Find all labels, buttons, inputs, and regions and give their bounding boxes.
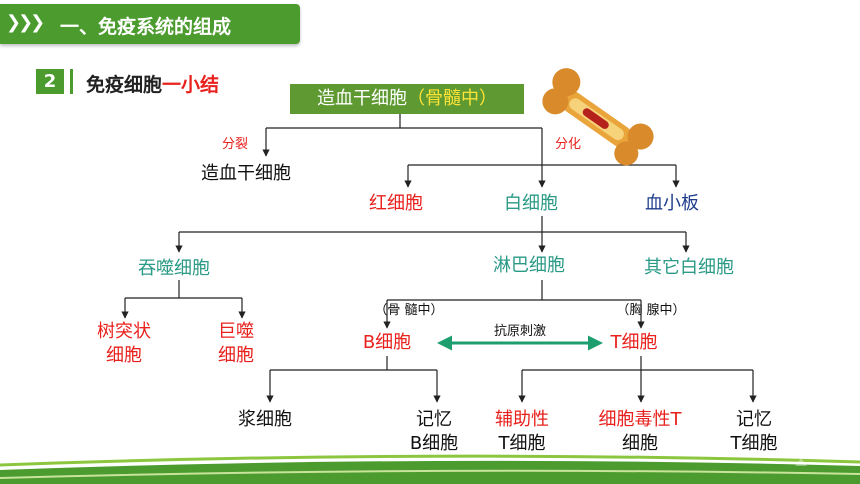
node-rbc: 红细胞 (369, 193, 423, 214)
node-b-cell: B细胞 (362, 332, 412, 353)
node-cytotoxic-t: 细胞毒性T 细胞 (599, 408, 682, 456)
node-memory-b-line2: B细胞 (409, 433, 459, 454)
node-other-wbc: 其它白细胞 (644, 257, 734, 278)
chevron-icon: ❯❯❯ (6, 12, 45, 33)
node-dendritic: 树突状细胞 (97, 320, 151, 368)
node-hsc: 造血干细胞 (201, 163, 291, 184)
label-split: 分裂 (221, 137, 249, 152)
node-dendritic-line1: 树突状 (97, 321, 151, 342)
node-memory-t-line2: T细胞 (730, 433, 778, 454)
root-node-hsc: 造血干细胞（骨髓中） (290, 84, 524, 114)
node-macrophage-line1: 巨噬 (218, 321, 254, 342)
node-cytotoxic-line1-text: 细胞毒性T (598, 409, 682, 430)
section-title-text: 免疫细胞 (86, 74, 163, 96)
node-lymphocyte: 淋巴细胞 (493, 255, 565, 276)
node-cytotoxic-line1: 细胞毒性T (599, 408, 682, 432)
bone-icon (542, 68, 654, 166)
section-divider (70, 69, 73, 94)
label-antigen: 抗原刺激 (493, 324, 547, 339)
section-subtitle: 一小结 (162, 74, 220, 96)
node-helper-t: 辅助性 T细胞 (495, 408, 549, 456)
footer-band (0, 454, 860, 484)
node-helper-line2: T细胞 (498, 433, 546, 454)
node-plasma: 浆细胞 (238, 409, 292, 430)
page-title: 一、免疫系统的组成 (60, 16, 232, 38)
label-bone-marrow: （骨 髓中） (374, 303, 444, 318)
node-helper-line1: 辅助性 (495, 409, 549, 430)
node-memory-t: 记忆 T细胞 (731, 408, 778, 456)
header-bar (0, 4, 300, 44)
node-platelet: 血小板 (645, 193, 699, 214)
section-title: 免疫细胞一小结 (86, 70, 219, 97)
label-thymus: （胸 腺中） (616, 303, 686, 318)
root-label: 造血干细胞 (317, 88, 407, 109)
node-cytotoxic-line2: 细胞 (622, 433, 658, 454)
node-wbc: 白细胞 (504, 193, 558, 214)
node-t-cell: T细胞 (610, 332, 658, 353)
watermark-logo-icon (795, 458, 807, 466)
label-differentiate: 分化 (554, 137, 582, 152)
node-macrophage-line2: 细胞 (218, 345, 254, 366)
node-memory-b: 记忆 B细胞 (410, 408, 458, 456)
node-memory-b-line1: 记忆 (415, 409, 452, 430)
node-phagocyte: 吞噬细胞 (138, 258, 210, 279)
node-memory-t-line1: 记忆 (736, 409, 772, 430)
node-macrophage: 巨噬细胞 (218, 320, 254, 368)
root-location: （骨髓中） (407, 88, 497, 109)
section-number: 2 (36, 69, 64, 94)
node-dendritic-line2: 细胞 (106, 345, 142, 366)
